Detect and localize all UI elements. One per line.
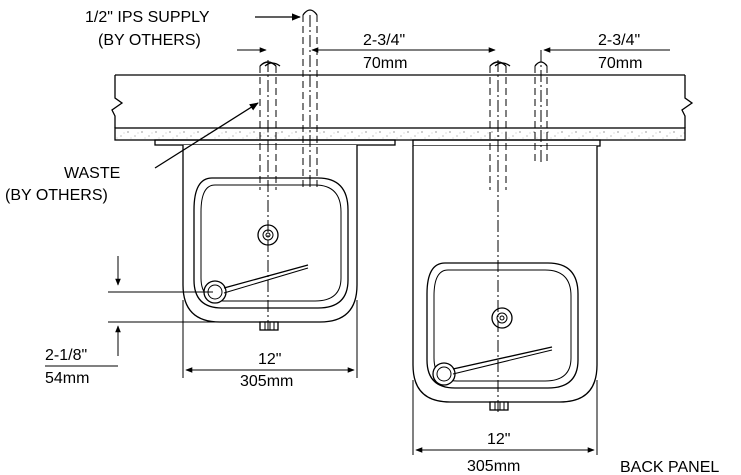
dim-width-left: [182, 300, 358, 378]
concrete-wall-section: [114, 127, 686, 141]
supply-label-line1: 1/2" IPS SUPPLY: [85, 9, 210, 26]
waste-leader: [154, 102, 259, 169]
dim-left-inch-label: 2-3/4": [363, 32, 405, 49]
supply-label-line2: (BY OTHERS): [98, 32, 201, 49]
width-left-mm-label: 305mm: [240, 373, 293, 390]
left-fountain: [154, 139, 396, 331]
left-pipes: [259, 9, 318, 330]
dim-height: [45, 256, 262, 367]
wall-top: [111, 74, 694, 128]
width-left-inch-label: 12": [258, 351, 281, 368]
height-inch-label: 2-1/8": [45, 347, 87, 364]
back-panel-label: BACK PANEL: [620, 459, 719, 475]
height-mm-label: 54mm: [45, 370, 89, 387]
dim-left-mm-label: 70mm: [363, 55, 407, 72]
right-pipes: [489, 50, 548, 415]
dim-right-mm-label: 70mm: [598, 55, 642, 72]
waste-label-line1: WASTE: [64, 165, 120, 182]
width-right-inch-label: 12": [487, 431, 510, 448]
dim-width-right: [412, 380, 598, 455]
waste-label-line2: (BY OTHERS): [5, 187, 108, 204]
width-right-mm-label: 305mm: [467, 458, 520, 475]
right-fountain: [412, 139, 601, 411]
dim-right-inch-label: 2-3/4": [598, 32, 640, 49]
